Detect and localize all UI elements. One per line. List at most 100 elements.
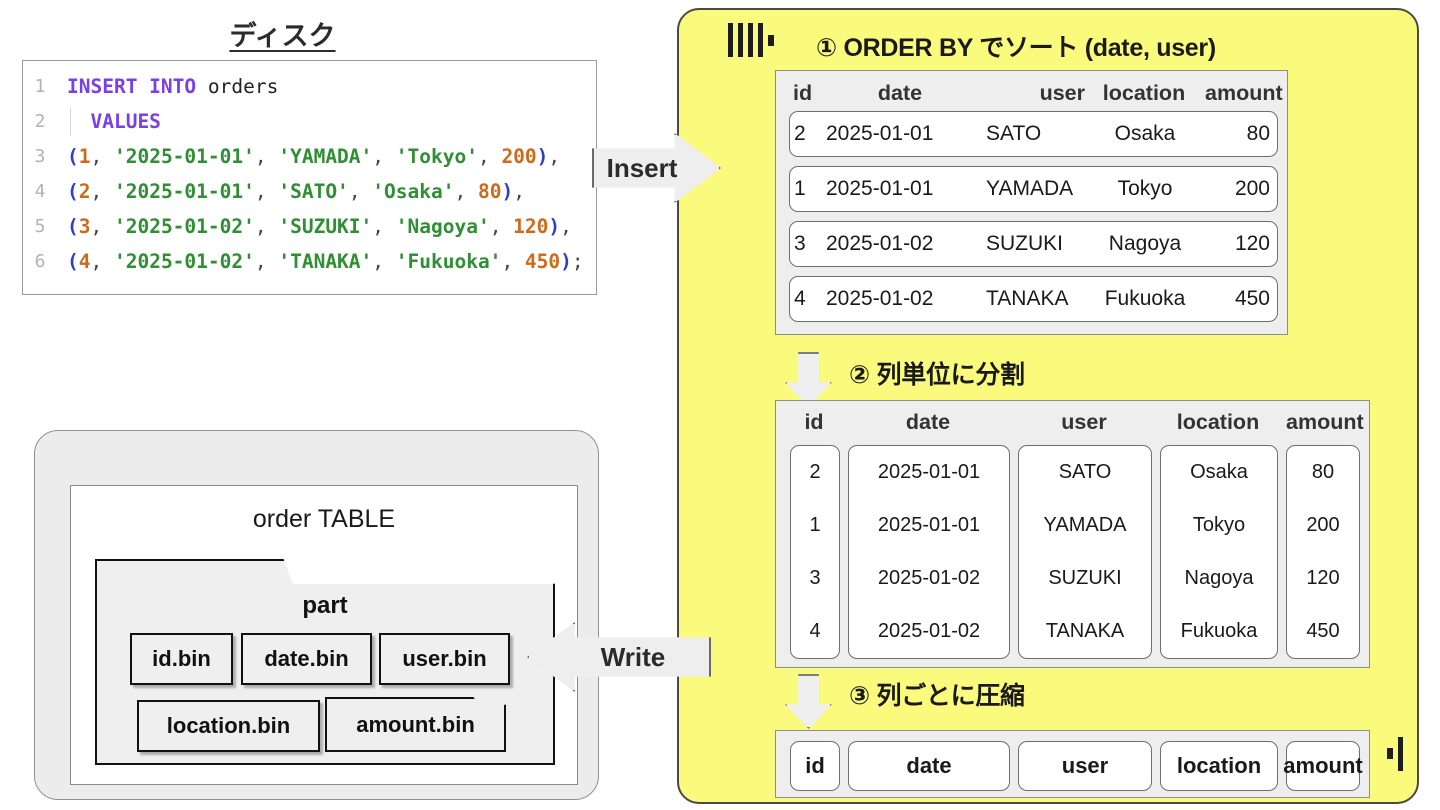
table-cell: 2025-01-02 <box>826 287 934 310</box>
column-value: Osaka <box>1190 461 1248 483</box>
code-token: ) <box>536 145 549 168</box>
code-token: 120 <box>513 215 549 238</box>
compressed-box-label: date <box>906 753 952 778</box>
column-box-amount: 80 200 120 450 <box>1286 445 1360 659</box>
column-value: Tokyo <box>1192 514 1246 536</box>
code-token: , <box>90 215 114 238</box>
table-cell: Tokyo <box>1117 177 1173 200</box>
table-cell: 2025-01-01 <box>826 177 934 200</box>
column-value: YAMADA <box>1043 514 1127 536</box>
table-cell: 3 <box>794 232 806 255</box>
code-token: 80 <box>477 180 502 203</box>
table-cell: 4 <box>794 287 806 310</box>
code-line: 4(2, '2025-01-01', 'SATO', 'Osaka', 80), <box>23 174 596 209</box>
code-token: 'TANAKA' <box>278 250 373 273</box>
code-token: '2025-01-01' <box>113 180 255 203</box>
bin-file-date-bin: date.bin <box>241 633 372 685</box>
code-token: INSERT INTO <box>67 75 208 98</box>
code-token: , <box>254 180 279 203</box>
table-cell: YAMADA <box>986 177 1074 200</box>
code-token: , <box>372 250 396 273</box>
column-value: 1 <box>809 514 821 536</box>
code-token: ( <box>67 145 79 168</box>
line-number: 6 <box>34 251 46 272</box>
code-token: , <box>560 215 572 238</box>
code-token: , <box>372 215 396 238</box>
code-token: , <box>513 180 525 203</box>
table-cell: 450 <box>1234 287 1270 310</box>
code-token: , <box>254 250 279 273</box>
step-2-title: ② 列単位に分割 <box>849 361 1025 389</box>
bin-file-id-bin: id.bin <box>130 633 233 685</box>
code-text: (3, '2025-01-02', 'SUZUKI', 'Nagoya', 12… <box>67 209 572 244</box>
column-value: 120 <box>1306 567 1340 589</box>
step-1-title: ① ORDER BY でソート (date, user) <box>816 34 1216 62</box>
column-value: 2025-01-02 <box>877 620 981 642</box>
column-value: 80 <box>1311 461 1335 483</box>
code-token: 3 <box>78 215 91 238</box>
barcode-mark-icon <box>1387 737 1403 771</box>
compressed-box-date: date <box>848 741 1010 791</box>
table-cell: 1 <box>794 177 806 200</box>
table-cell: Fukuoka <box>1104 287 1186 310</box>
code-line: 5 (3, '2025-01-02', 'SUZUKI', 'Nagoya', 1… <box>23 209 596 244</box>
compressed-box-label: amount <box>1283 753 1363 778</box>
table-cell: TANAKA <box>986 287 1069 310</box>
column-value: 200 <box>1306 514 1340 536</box>
code-token: , <box>477 145 502 168</box>
column-header-user: user <box>1039 81 1085 105</box>
code-token: , <box>372 145 396 168</box>
code-token: , <box>454 180 478 203</box>
code-token: 450 <box>524 250 561 273</box>
code-text: INSERT INTO orders <box>67 69 278 104</box>
table-cell: 2 <box>794 122 806 145</box>
code-token: 'SATO' <box>278 180 349 203</box>
code-token: 'Osaka' <box>372 180 455 203</box>
compressed-box-amount: amount <box>1283 741 1363 791</box>
code-token: , <box>254 215 279 238</box>
line-number: 5 <box>34 216 46 237</box>
column-header-location: location <box>1176 410 1260 434</box>
column-value: Fukuoka <box>1180 620 1258 642</box>
table-cell: 120 <box>1234 232 1270 255</box>
code-text: (4, '2025-01-02', 'TANAKA', 'Fukuoka', 4… <box>67 244 584 279</box>
column-value: SATO <box>1058 461 1112 483</box>
code-token: 'YAMADA' <box>278 145 373 168</box>
column-value: 4 <box>809 620 821 642</box>
code-token: '2025-01-02' <box>113 250 255 273</box>
code-token: orders <box>207 75 279 98</box>
line-number: 4 <box>34 181 46 202</box>
column-value: 3 <box>809 567 821 589</box>
compressed-box-user: user <box>1018 741 1152 791</box>
table-row: 4 2025-01-02 TANAKA Fukuoka 450 <box>789 276 1278 322</box>
column-value: 2025-01-01 <box>877 461 981 483</box>
column-value: 450 <box>1306 620 1340 642</box>
barcode-mark-icon <box>728 23 774 57</box>
column-value: Nagoya <box>1184 567 1254 589</box>
column-header-id: id <box>804 410 824 434</box>
code-token: , <box>348 180 373 203</box>
compressed-box-label: user <box>1061 753 1109 778</box>
code-token: 'Tokyo' <box>395 145 478 168</box>
compressed-box-location: location <box>1160 741 1278 791</box>
code-line: 2 VALUES <box>23 104 596 139</box>
code-token: ( <box>67 180 79 203</box>
code-token: , <box>489 215 514 238</box>
code-token: '2025-01-01' <box>113 145 255 168</box>
disk-title: ディスク <box>229 21 336 51</box>
code-token: ) <box>560 250 572 273</box>
code-token: 4 <box>78 250 91 273</box>
write-arrow-label: Write <box>600 641 666 672</box>
column-header-amount: amount <box>1286 410 1364 434</box>
code-token: , <box>90 250 114 273</box>
bin-file-user-bin: user.bin <box>379 633 510 685</box>
